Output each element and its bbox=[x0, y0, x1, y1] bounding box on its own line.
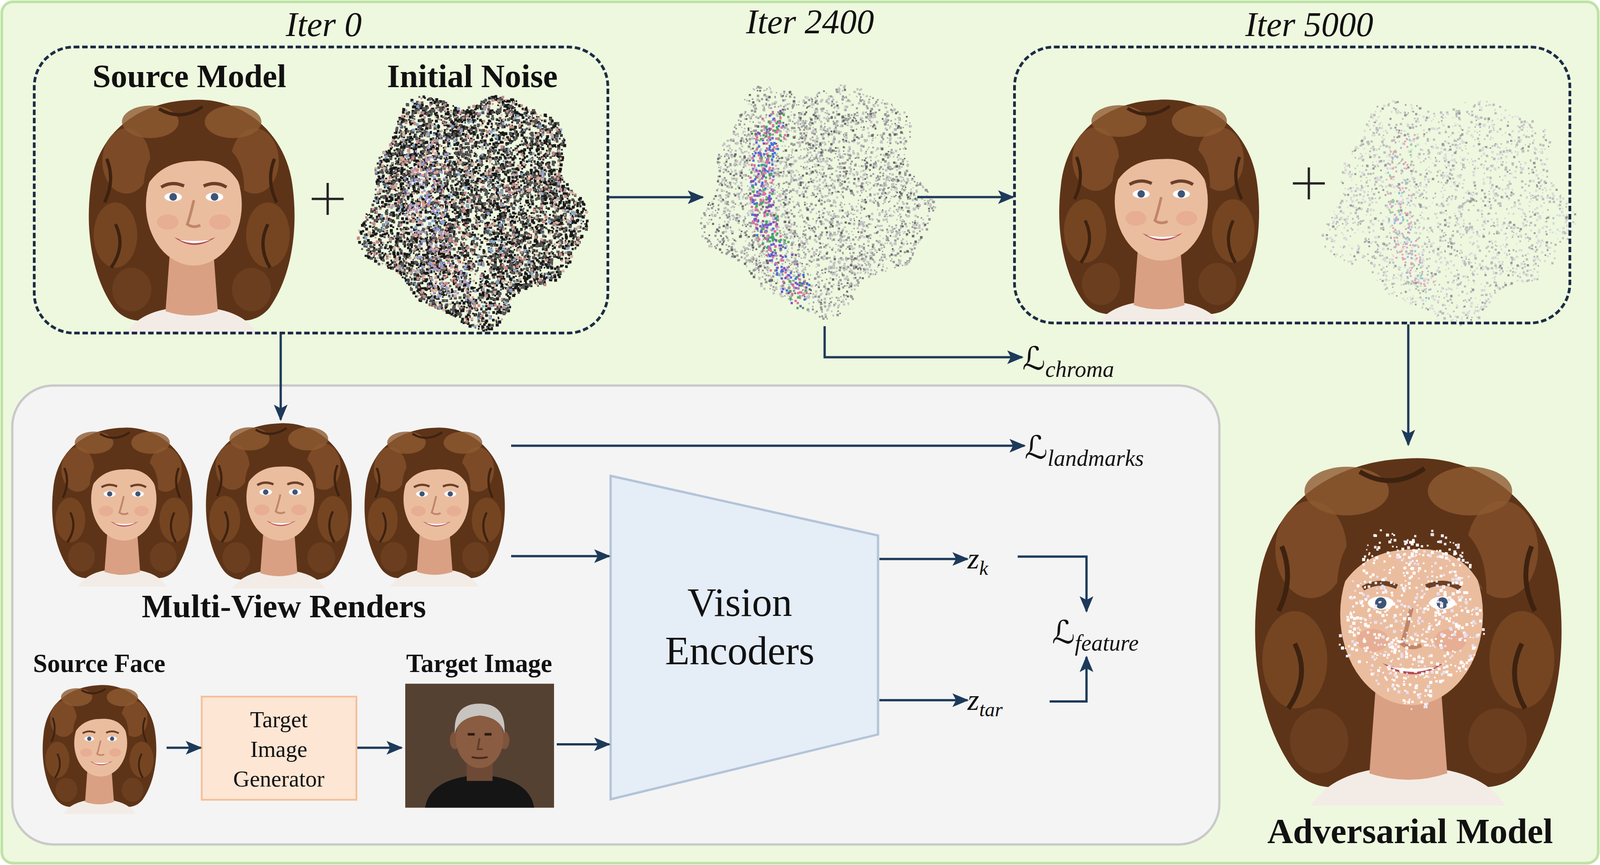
noise-dots bbox=[356, 95, 581, 330]
caption-label: Adversarial Model bbox=[1236, 810, 1584, 853]
noise-layer bbox=[356, 84, 1577, 711]
source-model-image bbox=[88, 99, 295, 334]
flow-arrow bbox=[279, 334, 283, 420]
noise-dots bbox=[1325, 100, 1576, 323]
noise-dots bbox=[750, 114, 809, 310]
flow-arrow bbox=[879, 699, 968, 702]
encoder-trapezoid: Vision Encoders bbox=[609, 474, 880, 801]
iteration-label: Iter 2400 bbox=[673, 0, 947, 43]
flow-arrow bbox=[879, 558, 968, 561]
subscript: feature bbox=[1074, 629, 1139, 657]
flow-arrow bbox=[511, 444, 1025, 448]
noise-stage: Iter 2400 bbox=[702, 77, 918, 327]
flow-arrow bbox=[511, 555, 610, 558]
flow-arrow bbox=[609, 196, 703, 199]
loss-symbol: ℒ bbox=[1051, 613, 1075, 652]
caption-label: Multi-View Renders bbox=[101, 586, 467, 627]
noise-dots bbox=[1338, 529, 1479, 711]
plus-symbol bbox=[1292, 167, 1325, 200]
iteration-label: Iter 5000 bbox=[1172, 3, 1447, 46]
subscript: k bbox=[979, 556, 989, 581]
noise-dots bbox=[700, 84, 936, 317]
noise-dots bbox=[700, 85, 936, 320]
flow-arrow bbox=[556, 743, 610, 746]
box-label: Target Image Generator bbox=[226, 705, 332, 795]
noise-dots bbox=[1388, 123, 1430, 300]
loss-symbol: ℒ bbox=[1024, 428, 1048, 467]
flow-arrow bbox=[917, 196, 1014, 199]
source-face-image bbox=[42, 684, 157, 815]
subscript: chroma bbox=[1045, 355, 1114, 383]
box-label: Vision Encoders bbox=[648, 578, 832, 675]
flow-arrow bbox=[1017, 556, 1087, 612]
feature-vector: zk bbox=[967, 538, 1018, 582]
trapezoid-shape bbox=[610, 475, 879, 800]
render-group: Multi-View Renders bbox=[45, 419, 512, 630]
render-image bbox=[52, 427, 193, 587]
iter5000-model-image bbox=[1059, 99, 1260, 327]
noise-dots bbox=[403, 133, 477, 302]
target-image bbox=[405, 684, 555, 809]
flow-arrow bbox=[824, 326, 1023, 358]
flow-arrow bbox=[1406, 324, 1410, 445]
caption-label: Initial Noise bbox=[344, 56, 601, 96]
source-face: Source Face bbox=[31, 650, 167, 817]
flow-arrow bbox=[166, 746, 201, 749]
adversarial-model: Adversarial Model bbox=[1236, 444, 1584, 852]
caption-label: Source Face bbox=[22, 648, 176, 680]
noise-dots bbox=[1387, 129, 1432, 299]
noise-dots bbox=[750, 117, 811, 301]
iteration-group: Iter 0Source ModelInitial Noise bbox=[32, 45, 610, 335]
generator-box: Target Image Generator bbox=[200, 695, 358, 801]
noise-dots bbox=[707, 88, 931, 315]
adversarial-model-image bbox=[1254, 458, 1562, 806]
subscript: landmarks bbox=[1047, 444, 1144, 472]
caption-label: Target Image bbox=[387, 648, 571, 680]
noise-dots bbox=[750, 109, 809, 308]
feature-vector: ztar bbox=[967, 679, 1050, 724]
loss-symbol: ℒ bbox=[1022, 339, 1046, 378]
loss-panel bbox=[12, 385, 1220, 845]
plus-symbol bbox=[311, 183, 344, 215]
loss-term: ℒchroma bbox=[1022, 337, 1169, 384]
noise-dots bbox=[358, 99, 589, 326]
noise-dots bbox=[357, 95, 588, 329]
vector-symbol: z bbox=[967, 681, 980, 718]
noise-dots bbox=[1322, 99, 1576, 324]
vector-symbol: z bbox=[967, 540, 980, 577]
render-image bbox=[364, 427, 505, 587]
noise-dots bbox=[364, 100, 583, 328]
caption-label: Source Model bbox=[61, 56, 318, 96]
loss-term: ℒlandmarks bbox=[1024, 426, 1217, 473]
flow-arrow bbox=[1049, 657, 1087, 702]
loss-term: ℒfeature bbox=[1022, 611, 1169, 658]
flow-arrow bbox=[357, 747, 402, 750]
target-image: Target Image bbox=[401, 650, 557, 811]
iteration-group: Iter 5000 bbox=[1013, 45, 1572, 325]
iteration-label: Iter 0 bbox=[35, 3, 612, 46]
noise-dots bbox=[358, 95, 589, 333]
render-image bbox=[205, 423, 352, 589]
subscript: tar bbox=[979, 698, 1003, 723]
